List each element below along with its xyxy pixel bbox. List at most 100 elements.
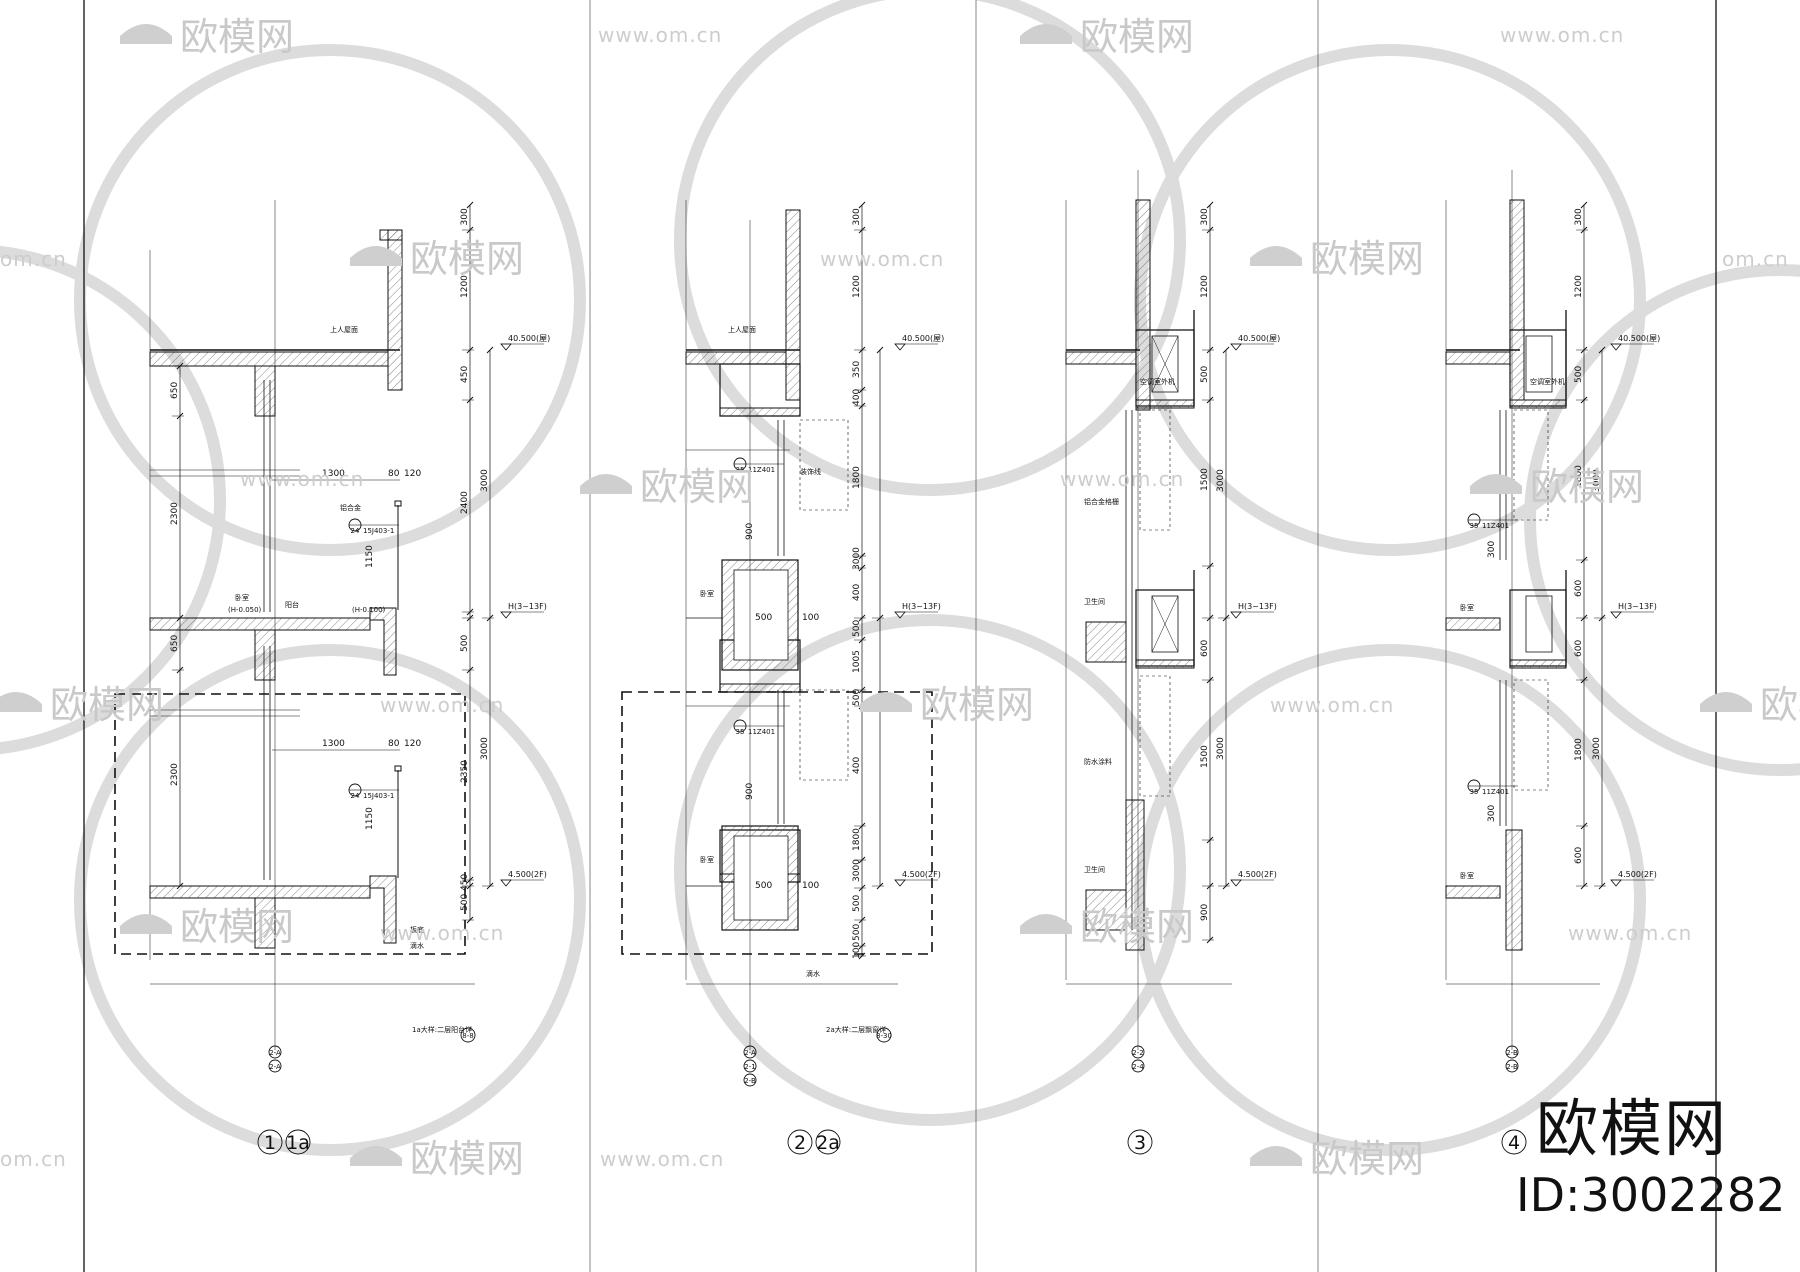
ac-unit-box <box>1525 595 1553 653</box>
watermark-arc <box>1134 644 1646 1156</box>
brand-logo-text: 欧模网 <box>1535 1092 1728 1165</box>
detail-callout-number: 35 <box>1470 788 1479 796</box>
watermark-arc <box>74 644 586 1156</box>
dim-horizontal-value: 1300 <box>322 739 345 749</box>
detail-callout-number: 24 <box>351 792 360 800</box>
detail-note-ref-circle <box>876 1027 892 1043</box>
detail-callout-ref: 11Z401 <box>1482 522 1509 530</box>
detail-callout-ref: 15J403-1 <box>363 792 394 800</box>
dim-vertical-value: 300 <box>1487 541 1497 558</box>
axis-bubble-label: 2-A <box>269 1063 281 1071</box>
dim-right-value: 500 <box>852 895 862 912</box>
watermark-brand: 欧模网 <box>1080 905 1194 949</box>
dim-right-value: 400 <box>852 757 862 774</box>
watermark-brand: 欧模网 <box>1530 465 1644 509</box>
dim-right-value: 600 <box>1574 580 1584 597</box>
level-marker <box>500 343 512 351</box>
axis-bubble <box>268 1045 282 1059</box>
dim-right-value: 1200 <box>1574 275 1584 298</box>
slab-floor-lower <box>1445 885 1501 899</box>
roof-slab <box>1445 351 1511 365</box>
detail-note: 1a大样:二层阳台详 <box>412 1025 472 1034</box>
dim-right-value: 450 <box>460 874 470 891</box>
window-sash-outline <box>799 689 849 781</box>
bay-window-upper-sill <box>719 407 801 417</box>
bay-window-void <box>733 569 789 661</box>
slab-floor-upper <box>149 617 371 631</box>
dim-horizontal-value: 500 <box>755 881 772 891</box>
watermark-url-fragment: om.cn <box>1722 247 1789 271</box>
dim-floor-value: 3000 <box>480 737 490 760</box>
section-title-label: 1a <box>286 1132 310 1154</box>
dim-right-value: 1800 <box>852 466 862 489</box>
watermark-brand: 欧模网 <box>920 683 1034 727</box>
level-marker <box>894 879 906 887</box>
toilet-label: 卫生间 <box>1084 597 1105 606</box>
section-1-balcony: 3001200450240050023504505003000300065023… <box>114 200 550 1155</box>
dim-right-value: 400 <box>852 584 862 601</box>
detail-note-ref: 8-8 <box>462 1032 473 1040</box>
dim-floor-value: 3000 <box>1216 737 1226 760</box>
watermark-brand: 欧模网 <box>1310 1137 1424 1181</box>
dim-horizontal-value: 500 <box>755 613 772 623</box>
axis-bubble-label: 2-B <box>744 1077 756 1085</box>
axis-bubble <box>743 1059 757 1073</box>
section-title-label: 2a <box>816 1132 840 1154</box>
dim-floor-value: 3000 <box>1216 469 1226 492</box>
section-title-circle <box>787 1129 813 1155</box>
dim-right-value: 1005 <box>852 650 862 673</box>
dim-horizontal-value: 1300 <box>322 469 345 479</box>
section-title-label: 1 <box>264 1132 276 1154</box>
drawing-id: ID:3002282 <box>1516 1168 1786 1222</box>
dim-floor-value: 3000 <box>1592 469 1602 492</box>
level-marker <box>1230 343 1242 351</box>
window-sash-outline <box>799 419 849 511</box>
dim-right-value: 1800 <box>1574 465 1584 488</box>
window-outline-upper <box>1139 409 1171 531</box>
toilet-slab <box>1085 621 1127 663</box>
section-title-label: 4 <box>1508 1132 1520 1154</box>
watermark-url-fragment: om.cn <box>0 1147 67 1171</box>
watermark-url: www.om.cn <box>1568 921 1692 945</box>
dim-horizontal-value: 80 <box>388 469 400 479</box>
section-title-circle <box>815 1129 841 1155</box>
dim-horizontal-value: 80 <box>388 739 400 749</box>
soffit-label: 板底 <box>410 925 424 934</box>
level-marker <box>500 879 512 887</box>
detail-callout-number: 24 <box>351 527 360 535</box>
bay-window-mid-sill <box>719 683 801 693</box>
dim-right-value: 900 <box>1200 904 1210 921</box>
detail-callout-ref: 11Z401 <box>748 728 775 736</box>
level-offset-label: (H-0.050) <box>228 606 262 614</box>
toilet-slab <box>1085 889 1127 931</box>
detail-1a-boundary <box>114 693 466 955</box>
balcony-edge-beam <box>369 875 397 944</box>
ac-ledge-upper-slab <box>1135 399 1195 409</box>
watermark-url: www.om.cn <box>598 23 722 47</box>
ac-ledge-lower-slab <box>1135 659 1195 669</box>
watermark-brand: 欧模网 <box>640 465 754 509</box>
dim-right-value: 300 <box>1200 208 1210 225</box>
axis-bubble-label: 2-B <box>1506 1049 1518 1057</box>
level-value: 4.500(2F) <box>1618 870 1657 879</box>
dim-right-value: 450 <box>460 366 470 383</box>
watermark-arc <box>0 245 226 755</box>
dim-right-value: 3000 <box>852 859 862 882</box>
watermark-brand: 欧模网 <box>1080 15 1194 59</box>
dimension-tick <box>876 346 884 354</box>
level-marker <box>894 343 906 351</box>
dimension-tick <box>1206 201 1214 209</box>
dim-left-value: 2300 <box>170 502 180 525</box>
section-title-circle <box>257 1129 283 1155</box>
dim-horizontal-value: 120 <box>404 739 421 749</box>
axis-bubble-label: 2-1 <box>744 1063 755 1071</box>
watermark-url-fragment: om.cn <box>0 247 67 271</box>
axis-bubble <box>1131 1059 1145 1073</box>
detail-callout-ref: 15J403-1 <box>363 527 394 535</box>
slab-floor-lower <box>149 885 371 899</box>
railing-cap <box>394 500 402 507</box>
level-value: 40.500(屋) <box>1238 334 1280 343</box>
dim-vertical-value: 1150 <box>365 807 375 830</box>
dim-horizontal-value: 100 <box>802 613 819 623</box>
